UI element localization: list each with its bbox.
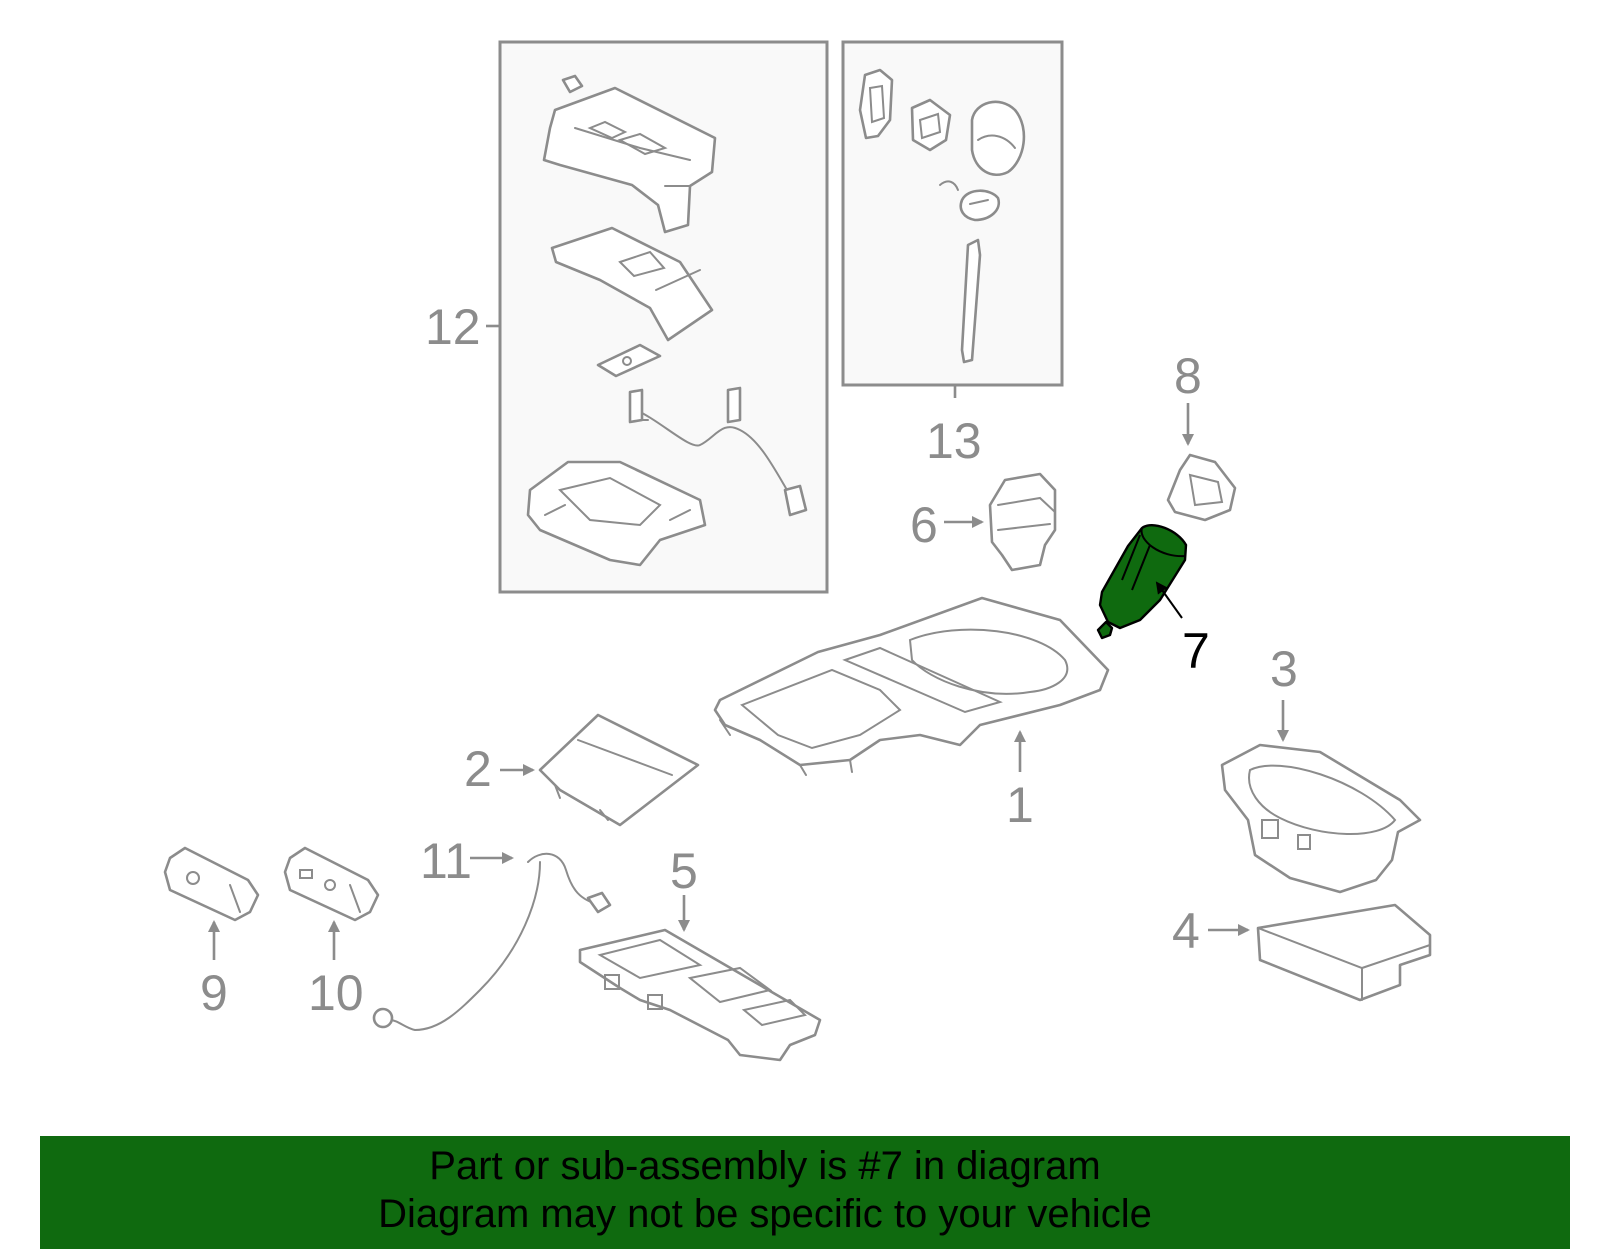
part-10-switch bbox=[283, 846, 380, 922]
callout-12: 12 bbox=[425, 299, 481, 355]
part-8-socket-cover bbox=[1166, 453, 1237, 522]
callout-labels: 1 2 3 4 5 6 7 8 9 10 11 12 13 bbox=[200, 299, 1298, 1021]
part-7-power-socket bbox=[1096, 523, 1188, 640]
callout-7: 7 bbox=[1182, 623, 1210, 679]
banner-line-1: Part or sub-assembly is #7 in diagram bbox=[429, 1144, 1101, 1188]
part-group-12-box bbox=[486, 40, 829, 594]
callout-8: 8 bbox=[1174, 348, 1202, 404]
callout-11: 11 bbox=[420, 833, 472, 889]
banner-line-2: Diagram may not be specific to your vehi… bbox=[378, 1192, 1152, 1236]
part-5-tray bbox=[578, 928, 822, 1062]
info-banner: Part or sub-assembly is #7 in diagram Di… bbox=[40, 1136, 1570, 1249]
callout-6: 6 bbox=[910, 497, 938, 553]
part-4-mat bbox=[1256, 903, 1432, 1002]
callout-10: 10 bbox=[308, 965, 364, 1021]
part-3-cupholder bbox=[1220, 743, 1422, 894]
callout-2: 2 bbox=[464, 741, 492, 797]
part-2-plate bbox=[538, 713, 700, 827]
callout-1: 1 bbox=[1006, 777, 1034, 833]
part-6-switch bbox=[988, 472, 1057, 572]
part-11-harness bbox=[372, 852, 612, 1032]
callout-3: 3 bbox=[1270, 641, 1298, 697]
callout-4: 4 bbox=[1172, 903, 1200, 959]
part-group-13-box bbox=[841, 40, 1064, 398]
leader-lines bbox=[208, 403, 1289, 960]
part-1-console-panel bbox=[713, 596, 1110, 776]
part-9-switch bbox=[163, 846, 260, 922]
callout-9: 9 bbox=[200, 965, 228, 1021]
callout-13: 13 bbox=[926, 413, 982, 469]
callout-5: 5 bbox=[670, 843, 698, 899]
